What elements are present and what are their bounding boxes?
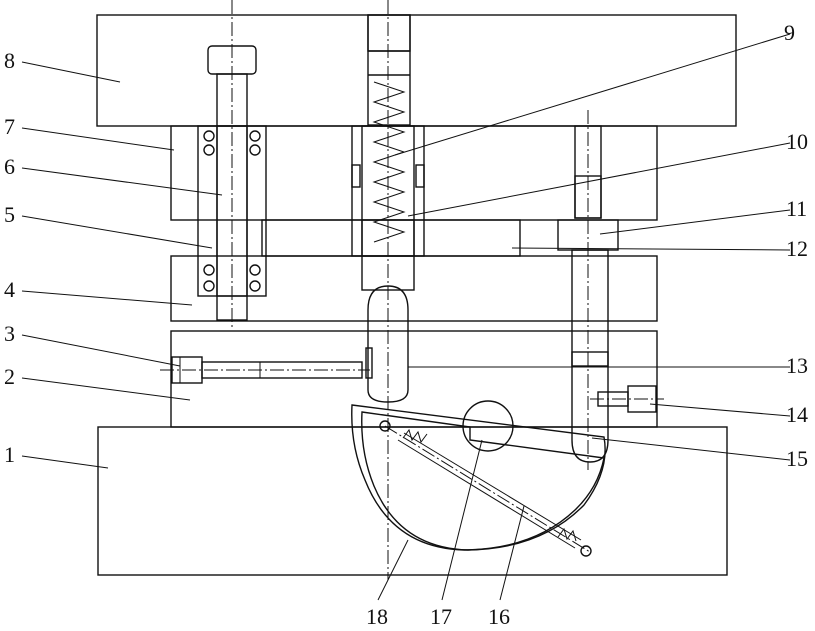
label-5: 5 (4, 202, 15, 227)
label-15: 15 (786, 446, 808, 471)
label-17: 17 (430, 604, 452, 629)
label-8: 8 (4, 48, 15, 73)
label-9: 9 (784, 20, 795, 45)
label-13: 13 (786, 353, 808, 378)
return-spring (379, 420, 592, 557)
label-2: 2 (4, 364, 15, 389)
label-12: 12 (786, 236, 808, 261)
label-4: 4 (4, 277, 15, 302)
label-11: 11 (786, 196, 807, 221)
left-screw (160, 356, 370, 384)
label-14: 14 (786, 402, 808, 427)
upper-die-plate (96, 14, 737, 127)
label-18: 18 (366, 604, 388, 629)
label-16: 16 (488, 604, 510, 629)
rocker-shaft (462, 400, 514, 452)
label-7: 7 (4, 114, 15, 139)
label-1: 1 (4, 442, 15, 467)
cam-pin-assembly (557, 110, 619, 470)
rocker-block (361, 411, 605, 551)
right-screw (590, 385, 664, 413)
label-10: 10 (786, 129, 808, 154)
leader-lines (21, 33, 791, 601)
guide-post-assembly (197, 0, 267, 330)
label-3: 3 (4, 321, 15, 346)
die-block (170, 330, 658, 428)
label-6: 6 (4, 154, 15, 179)
